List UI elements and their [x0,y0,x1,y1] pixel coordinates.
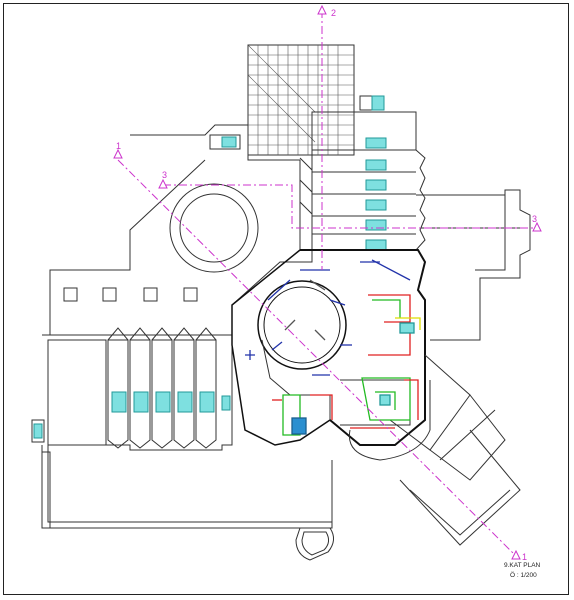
plan-scale: Ö : 1/200 [510,571,537,579]
central-core [231,249,431,461]
southeast-wing [389,354,521,546]
section-marker-3-left: 3 [158,170,168,189]
section-marker-1-bottom: 1 [511,549,527,562]
west-wing [49,124,313,336]
section-label-3-right: 3 [532,214,537,224]
title-block: 9.KAT PLAN Ö : 1/200 [504,562,541,579]
interior-details [245,259,421,436]
east-wing [416,189,531,341]
section-markers: 1 2 3 3 1 [113,4,542,562]
drawing-frame [3,3,569,595]
plan-title: 9.KAT PLAN [504,562,541,569]
section-marker-1-top: 1 [113,141,123,159]
north-hatched-block [247,44,385,156]
east-room-stack [299,111,426,251]
section-label-1-top: 1 [116,141,121,151]
section-marker-3-right: 3 [532,214,542,232]
section-lines [117,10,540,556]
section-label-3-left: 3 [162,170,167,180]
section-marker-2-top: 2 [317,4,336,18]
section-label-2-top: 2 [331,8,336,18]
section-label-1-bottom: 1 [522,552,527,562]
southwest-block [31,327,334,561]
